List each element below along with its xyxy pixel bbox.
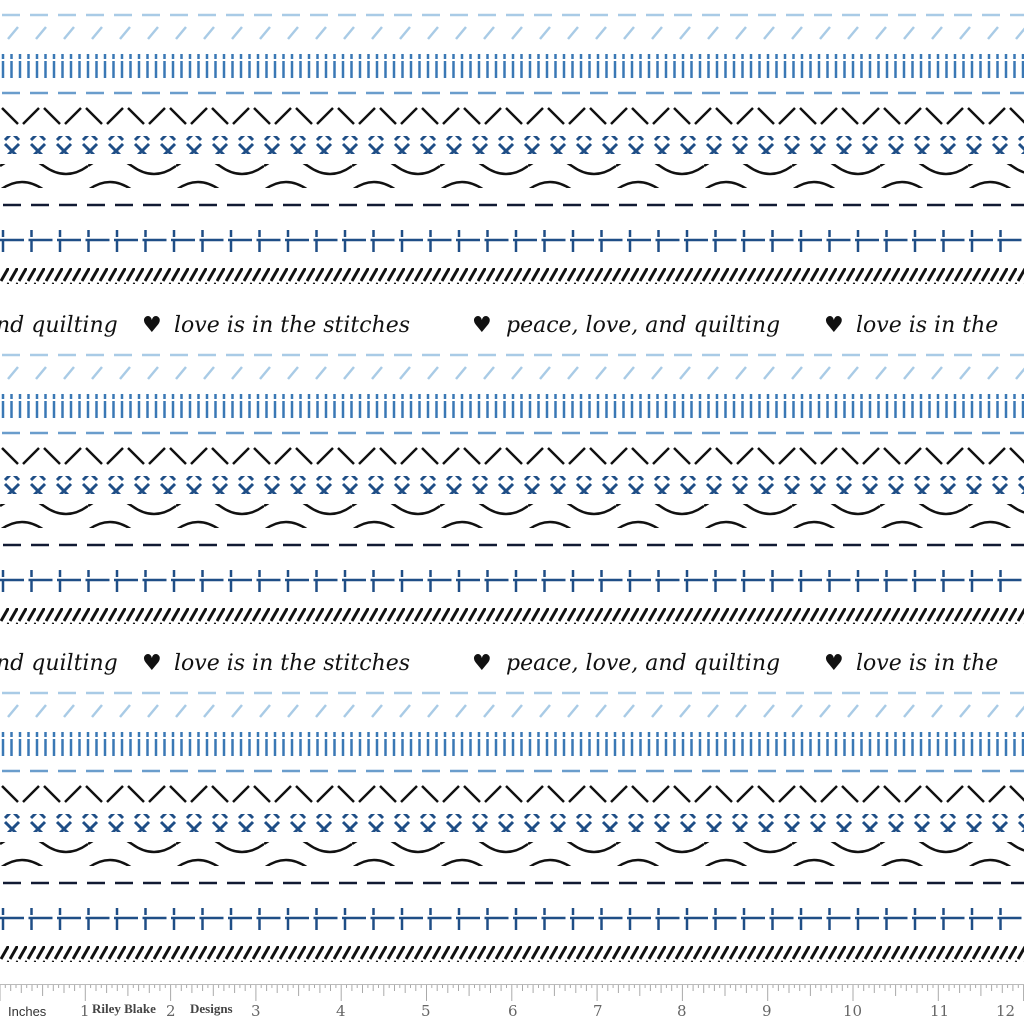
heart-icon: ♥ <box>472 651 492 676</box>
stitch-band <box>0 106 1024 284</box>
ruler-number: 7 <box>593 1002 603 1020</box>
brand-label: Riley Blake <box>92 1001 156 1016</box>
ruler-number: 4 <box>336 1002 346 1020</box>
phrase-row: nd quilting ♥ love is in the stitches ♥ … <box>0 651 998 676</box>
stitch-band <box>0 352 1024 436</box>
heart-icon: ♥ <box>824 313 844 338</box>
stitch-band <box>0 784 1024 962</box>
ruler-number: 9 <box>762 1002 772 1020</box>
ruler-number: 5 <box>421 1002 431 1020</box>
ruler-number: 6 <box>508 1002 518 1020</box>
heart-icon: ♥ <box>142 313 162 338</box>
heart-icon: ♥ <box>824 651 844 676</box>
ruler-number: 11 <box>930 1002 950 1020</box>
ruler: Inches 1 Riley Blake 2 Designs 3 4 5 6 7… <box>0 984 1024 1024</box>
stitch-band <box>0 690 1024 774</box>
heart-icon: ♥ <box>142 651 162 676</box>
ruler-unit-label: Inches <box>8 1004 47 1019</box>
ruler-number: 8 <box>677 1002 687 1020</box>
phrase-row: nd quilting ♥ love is in the stitches ♥ … <box>0 313 998 338</box>
ruler-number: 12 <box>996 1002 1016 1020</box>
heart-icon: ♥ <box>472 313 492 338</box>
ruler-number: 2 <box>166 1002 176 1020</box>
stitch-band <box>0 446 1024 624</box>
ruler-number: 1 <box>80 1002 90 1020</box>
ruler-ticks <box>0 984 1024 1001</box>
ruler-number: 10 <box>843 1002 863 1020</box>
ruler-number: 3 <box>251 1002 261 1020</box>
brand-label: Designs <box>190 1001 233 1016</box>
stitch-band <box>0 12 1024 96</box>
